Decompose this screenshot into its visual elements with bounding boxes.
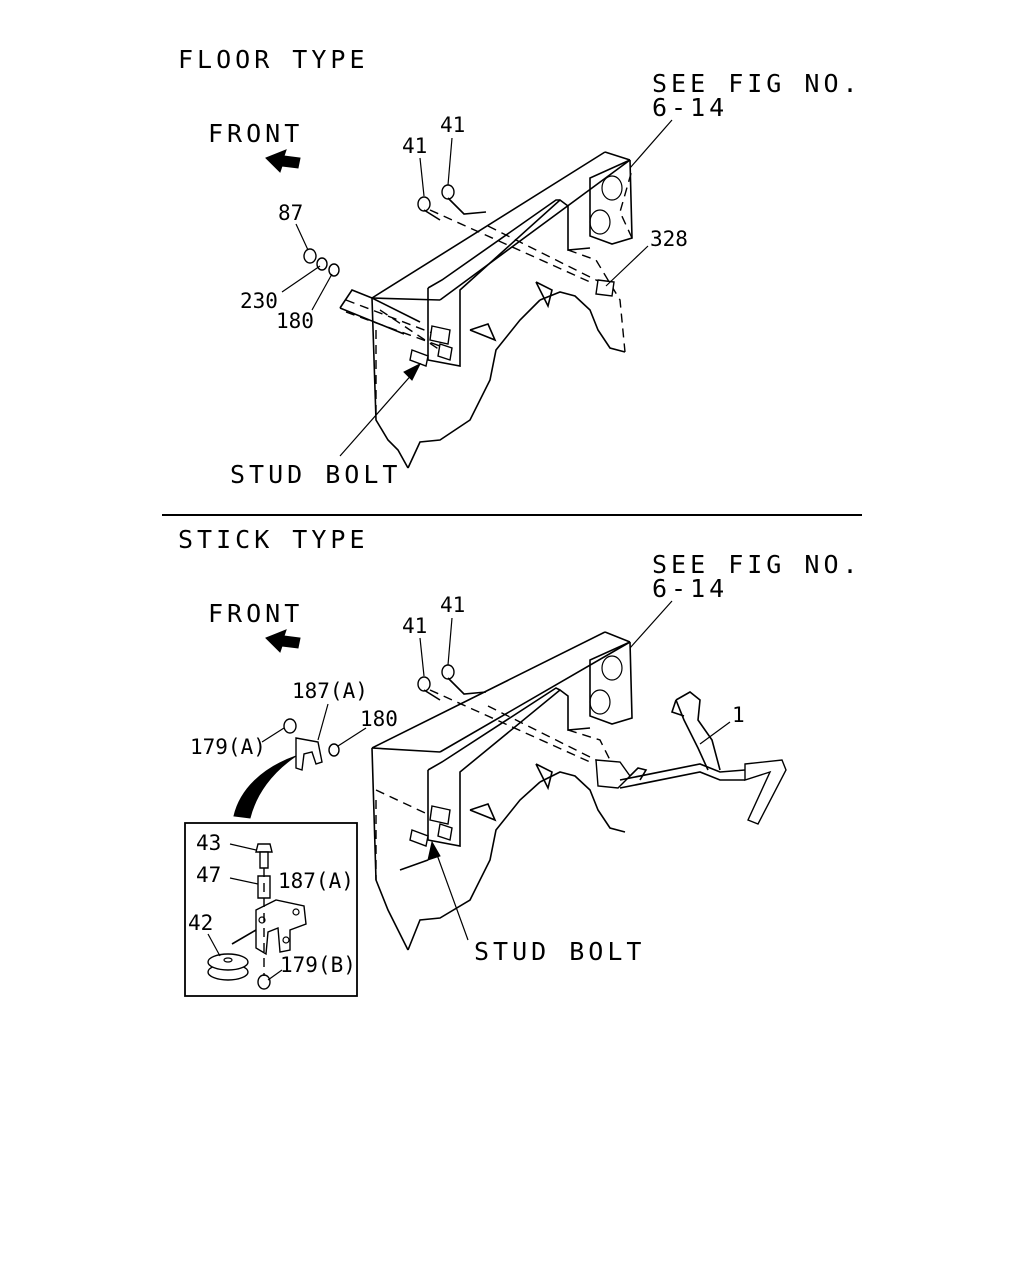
stick-callout-1: 1 <box>732 703 745 727</box>
stick-callout-41b: 41 <box>440 593 465 617</box>
shift-lever-assembly <box>595 691 787 825</box>
detail-pointer-icon <box>233 755 297 819</box>
floor-callout-87: 87 <box>278 201 303 225</box>
detail-callout-187a: 187(A) <box>278 869 354 893</box>
floor-see-fig-leader <box>629 119 673 169</box>
stick-type-title: STICK TYPE <box>178 525 369 554</box>
bracket-187a <box>295 737 323 771</box>
floor-parts <box>303 184 487 277</box>
floor-callout-41b: 41 <box>440 113 465 137</box>
stick-type-section: STICK TYPE FRONT SEE FIG NO. 6-14 <box>178 525 862 997</box>
detail-callout-42: 42 <box>188 911 213 935</box>
washer-230 <box>316 257 328 271</box>
nut-41b <box>441 184 455 200</box>
stick-see-fig-line1: SEE FIG NO. <box>652 550 862 579</box>
detail-callout-179b: 179(B) <box>280 953 356 977</box>
stick-callout-179a: 179(A) <box>190 735 266 759</box>
stick-callout-180: 180 <box>360 707 398 731</box>
nut-179a <box>283 718 297 734</box>
floor-type-title: FLOOR TYPE <box>178 45 369 74</box>
floor-callout-41a: 41 <box>402 134 427 158</box>
nut-87 <box>303 248 317 264</box>
stick-callout-187a: 187(A) <box>292 679 368 703</box>
floor-callout-230: 230 <box>240 289 278 313</box>
floor-front-label: FRONT <box>208 119 303 148</box>
stick-see-fig-line2: 6-14 <box>652 574 728 603</box>
detail-callout-43: 43 <box>196 831 221 855</box>
stick-frame <box>371 631 633 951</box>
washer-180 <box>328 263 340 277</box>
floor-callout-328: 328 <box>650 227 688 251</box>
leader-arrow-icon <box>403 362 422 381</box>
floor-see-fig-line2: 6-14 <box>652 93 728 122</box>
floor-see-fig-line1: SEE FIG NO. <box>652 69 862 98</box>
stick-stud-bolt-label: STUD BOLT <box>474 937 645 966</box>
floor-callout-180: 180 <box>276 309 314 333</box>
leader-arrow-icon <box>427 840 441 861</box>
floor-type-section: FLOOR TYPE FRONT SEE FIG NO. 6-14 <box>178 45 862 489</box>
front-arrow-icon <box>265 149 301 173</box>
floor-stud-bolt-label: STUD BOLT <box>230 460 401 489</box>
floor-frame <box>339 151 633 469</box>
stick-callout-41a: 41 <box>402 614 427 638</box>
detail-box <box>184 822 358 997</box>
nut-41b <box>441 664 455 680</box>
stick-front-label: FRONT <box>208 599 303 628</box>
washer-180 <box>328 743 340 757</box>
detail-callout-47: 47 <box>196 863 221 887</box>
nut-41a <box>417 676 431 692</box>
front-arrow-icon <box>265 629 301 653</box>
nut-41a <box>417 196 431 212</box>
